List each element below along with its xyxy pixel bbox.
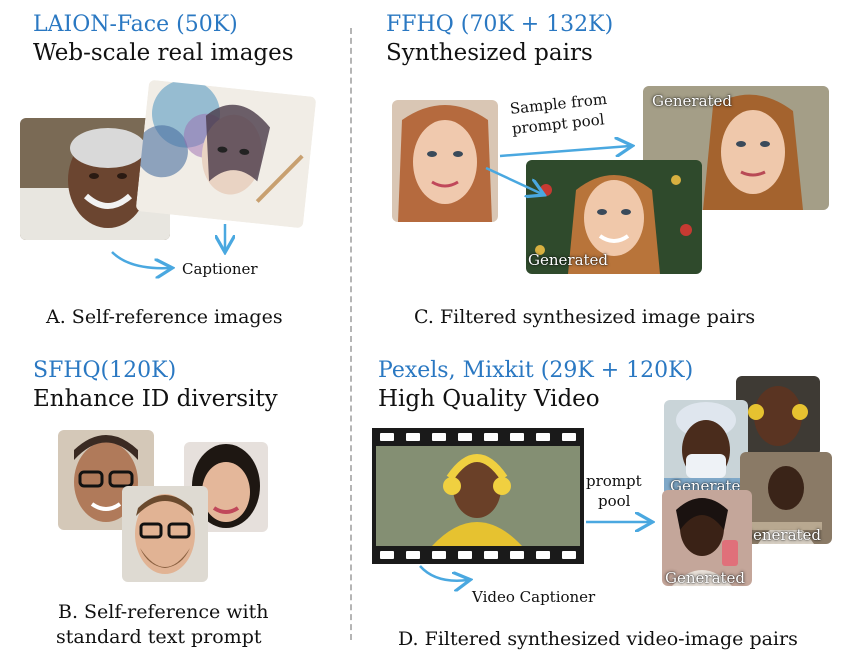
prompt-pool-line1: prompt <box>586 472 642 490</box>
generated-label-c2: Generated <box>528 251 609 269</box>
generated-photo-d3 <box>740 452 832 544</box>
panel-d-caption: D. Filtered synthesized video-image pair… <box>398 628 798 650</box>
generated-label-d3: Generated <box>665 569 746 587</box>
panel-b-subtitle: Enhance ID diversity <box>33 386 278 412</box>
ffhq-source-face-photo <box>392 100 498 222</box>
panel-a-caption: A. Self-reference images <box>46 306 283 328</box>
prompt-pool-line2: pool <box>598 492 631 510</box>
generated-photo-d1 <box>736 376 820 456</box>
captioner-label: Captioner <box>182 260 258 278</box>
video-film-strip <box>372 428 584 564</box>
man-glasses-photo <box>58 430 154 530</box>
panel-d-subtitle: High Quality Video <box>378 386 600 412</box>
panel-c-subtitle: Synthesized pairs <box>386 40 593 66</box>
video-captioner-label: Video Captioner <box>472 588 596 606</box>
woman-smiling-photo <box>184 442 268 532</box>
panel-b-caption-line2: standard text prompt <box>56 626 262 648</box>
panel-b-title: SFHQ(120K) <box>33 358 177 383</box>
generated-label-d2: Generated <box>741 526 822 544</box>
panel-a-subtitle: Web-scale real images <box>33 40 294 66</box>
arrow-c-top <box>499 146 630 158</box>
generated-label-c1: Generated <box>652 92 733 110</box>
panel-divider <box>350 28 352 640</box>
watercolor-painting-photo <box>135 79 317 229</box>
generated-face-photo-1 <box>643 86 829 210</box>
generated-photo-d4 <box>662 490 752 586</box>
arrow-d-curve <box>419 565 468 581</box>
panel-d-title: Pexels, Mixkit (29K + 120K) <box>378 358 694 383</box>
generated-face-photo-2 <box>526 160 702 274</box>
arrow-a-curve <box>111 251 170 268</box>
panel-c-caption: C. Filtered synthesized image pairs <box>414 306 756 328</box>
panel-b-caption-line1: B. Self-reference with <box>58 601 269 623</box>
bearded-man-photo <box>122 486 208 582</box>
panel-c-title: FFHQ (70K + 132K) <box>386 12 614 37</box>
panel-a-title: LAION-Face (50K) <box>33 12 238 37</box>
